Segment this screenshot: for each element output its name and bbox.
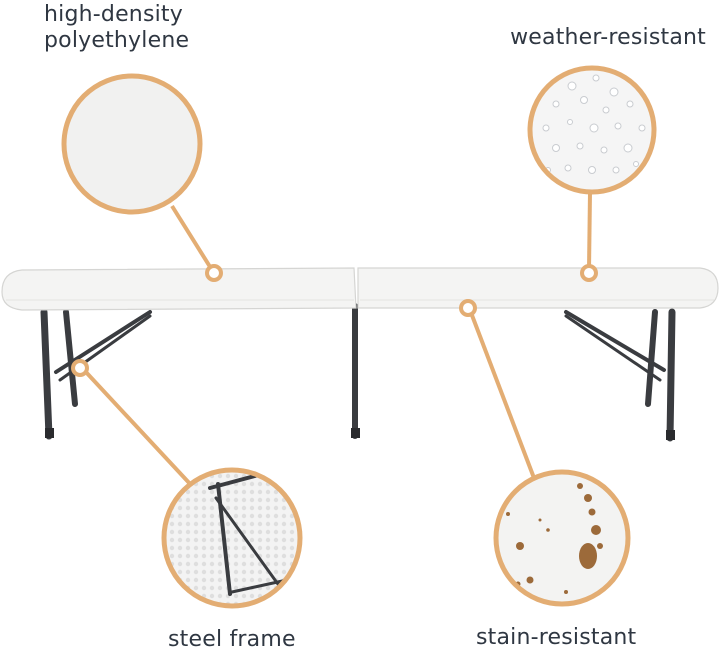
feature-label-steel: steel frame: [168, 627, 296, 652]
table-top: [1, 267, 719, 311]
callout-lines: [82, 191, 592, 488]
feature-label-line2: polyethylene: [44, 28, 190, 53]
table-legs: [40, 303, 676, 442]
leg-foot: [45, 428, 54, 438]
feature-label-stain: stain-resistant: [476, 625, 637, 650]
zoom-circle-stain: [493, 469, 631, 607]
zoom-circle-weather: [527, 65, 657, 195]
leg-foot: [351, 428, 360, 438]
leg-foot: [666, 430, 675, 440]
zoom-circle-polyethylene: [61, 73, 203, 215]
feature-label-line1: high-density: [44, 2, 183, 27]
feature-label-weather: weather-resistant: [510, 25, 706, 50]
zoom-circle-steel-frame: [161, 467, 303, 609]
feature-label-high-density: high-density polyethylene: [44, 2, 189, 54]
callout-dots: [71, 264, 598, 377]
